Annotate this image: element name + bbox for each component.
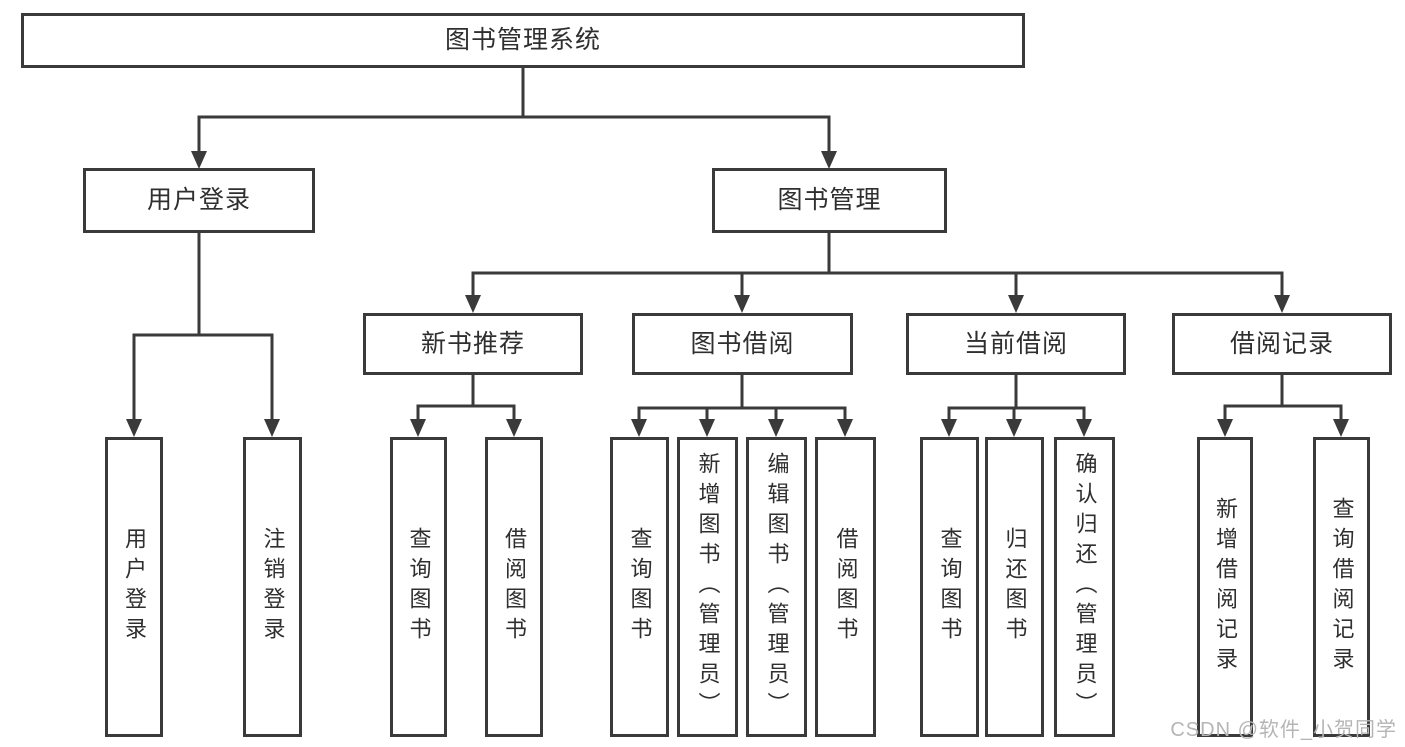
leaf-query-books-current: 查询图书 xyxy=(920,437,979,737)
node-book-management: 图书管理 xyxy=(712,168,947,233)
node-book-borrowing: 图书借阅 xyxy=(632,313,853,375)
leaf-query-borrow-record: 查询借阅记录 xyxy=(1313,437,1370,737)
node-current-borrowing: 当前借阅 xyxy=(906,313,1126,375)
leaf-return-books: 归还图书 xyxy=(985,437,1044,737)
leaf-query-books-recommend: 查询图书 xyxy=(390,437,447,737)
leaf-borrow-books-recommend: 借阅图书 xyxy=(485,437,543,737)
leaf-borrow-books-borrowing: 借阅图书 xyxy=(815,437,876,737)
leaf-edit-books-admin: 编辑图书（管理员） xyxy=(746,437,807,737)
tree-branch-lines xyxy=(132,66,1343,424)
node-system-root: 图书管理系统 xyxy=(21,13,1025,68)
node-borrowing-records: 借阅记录 xyxy=(1172,313,1392,375)
watermark-text: CSDN @软件_小贺同学 xyxy=(1170,719,1397,741)
node-user-login: 用户登录 xyxy=(83,168,315,233)
leaf-logout: 注销登录 xyxy=(243,437,302,737)
leaf-query-books-borrowing: 查询图书 xyxy=(610,437,669,737)
leaf-add-borrow-record: 新增借阅记录 xyxy=(1197,437,1253,737)
node-new-book-recommendation: 新书推荐 xyxy=(363,313,583,375)
leaf-add-books-admin: 新增图书（管理员） xyxy=(677,437,738,737)
leaf-user-login: 用户登录 xyxy=(105,437,163,737)
leaf-confirm-return-admin: 确认归还（管理员） xyxy=(1054,437,1115,737)
